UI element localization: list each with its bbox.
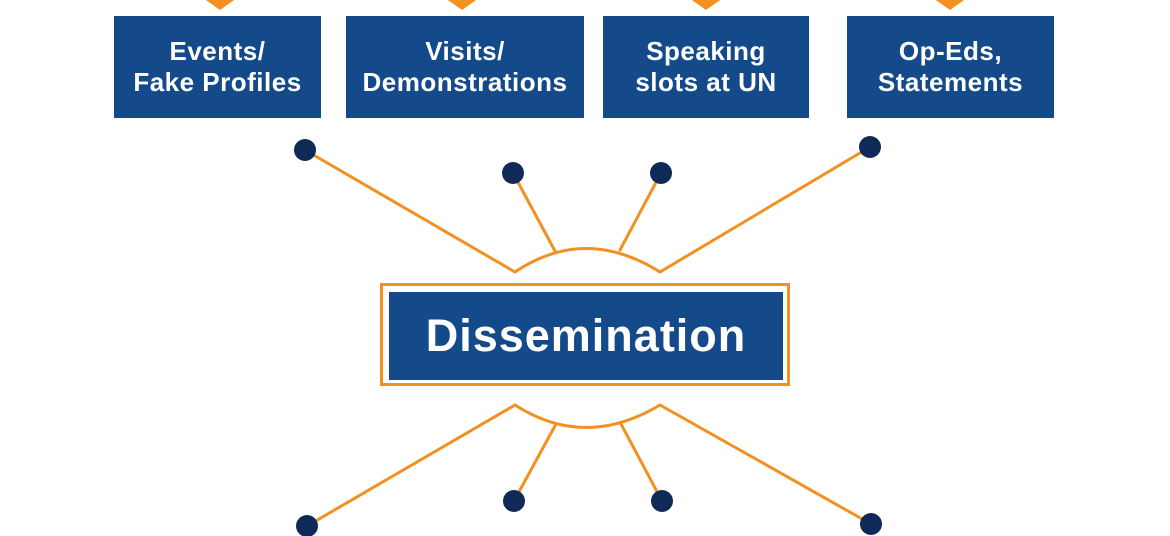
top-arc bbox=[513, 247, 662, 274]
box-speaking-slots: Speaking slots at UN bbox=[603, 16, 809, 118]
center-title: Dissemination bbox=[389, 292, 783, 380]
node-dot-icon bbox=[502, 162, 524, 184]
box-events-fake-profiles: Events/ Fake Profiles bbox=[114, 16, 321, 118]
spoke-bottom-3 bbox=[619, 422, 664, 503]
box-op-eds-statements: Op-Eds, Statements bbox=[847, 16, 1054, 118]
spoke-top-4 bbox=[658, 145, 872, 274]
box-line2: Fake Profiles bbox=[133, 67, 302, 97]
spoke-top-1 bbox=[303, 148, 517, 274]
arrow-tip-icon-4 bbox=[935, 0, 965, 10]
spoke-top-2 bbox=[511, 171, 557, 253]
node-dot-icon bbox=[651, 490, 673, 512]
box-line1: Speaking bbox=[646, 36, 766, 66]
box-line1: Events/ bbox=[169, 36, 266, 66]
box-visits-demonstrations: Visits/ Demonstrations bbox=[346, 16, 584, 118]
spoke-bottom-4 bbox=[658, 403, 873, 526]
node-dot-icon bbox=[294, 139, 316, 161]
spoke-top-3 bbox=[618, 171, 663, 252]
arrow-tip-icon-1 bbox=[205, 0, 235, 10]
node-dot-icon bbox=[860, 513, 882, 535]
box-line1: Op-Eds, bbox=[898, 36, 1003, 66]
box-line2: Demonstrations bbox=[362, 67, 568, 97]
spoke-bottom-2 bbox=[512, 422, 558, 503]
node-dot-icon bbox=[859, 136, 881, 158]
arrow-tip-icon-3 bbox=[691, 0, 721, 10]
box-line1: Visits/ bbox=[425, 36, 505, 66]
node-dot-icon bbox=[650, 162, 672, 184]
node-dot-icon bbox=[503, 490, 525, 512]
box-line2: slots at UN bbox=[635, 67, 777, 97]
box-line2: Statements bbox=[877, 67, 1024, 97]
arrow-tip-icon-2 bbox=[447, 0, 477, 10]
node-dot-icon bbox=[296, 515, 318, 536]
spoke-bottom-1 bbox=[305, 403, 517, 528]
bottom-arc bbox=[513, 403, 662, 429]
